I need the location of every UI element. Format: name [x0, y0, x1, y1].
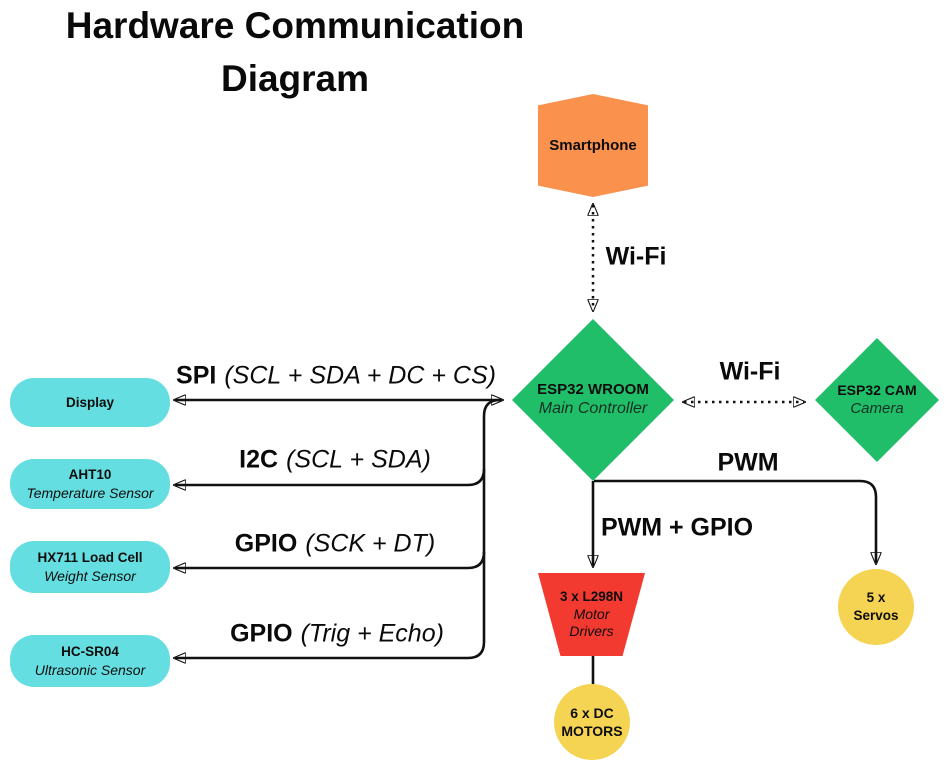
edge-label-gpio-ultrasonic: GPIO(Trig + Echo)	[230, 620, 444, 649]
pwm-text: PWM	[717, 448, 779, 477]
l298n-role-line1: Motor	[573, 605, 610, 622]
wire-pwm-servos	[594, 479, 876, 563]
title-line-2: Diagram	[220, 57, 370, 99]
gpio-weight-pins: (SCK + DT)	[305, 529, 436, 558]
aht10-role: Temperature Sensor	[26, 484, 154, 501]
pwm-gpio-text: PWM + GPIO	[600, 513, 754, 542]
l298n-name: 3 x L298N	[559, 589, 624, 605]
smartphone-label: Smartphone	[549, 136, 637, 154]
hx711-name: HX711 Load Cell	[37, 550, 143, 566]
spi-pins: (SCL + SDA + DC + CS)	[224, 361, 496, 390]
edge-label-gpio-weight: GPIO(SCK + DT)	[235, 530, 435, 559]
page-title: Hardware Communication Diagram	[50, 0, 540, 105]
edge-label-pwm-gpio: PWM + GPIO	[601, 514, 753, 543]
hcsr04-name: HC-SR04	[61, 644, 119, 660]
i2c-pins: (SCL + SDA)	[286, 445, 431, 474]
esp32-wroom-role: Main Controller	[538, 400, 648, 418]
node-display: Display	[10, 378, 170, 427]
dc-motors-line2: MOTORS	[561, 723, 623, 739]
edge-label-spi: SPI(SCL + SDA + DC + CS)	[176, 362, 496, 391]
hcsr04-role: Ultrasonic Sensor	[34, 661, 146, 678]
node-hcsr04: HC-SR04 Ultrasonic Sensor	[10, 635, 170, 687]
node-servos: 5 x Servos	[838, 569, 914, 645]
esp32-cam-role: Camera	[850, 400, 904, 418]
esp32-cam-name: ESP32 CAM	[837, 382, 917, 399]
dc-motors-line1: 6 x DC	[570, 704, 614, 721]
title-line-1: Hardware Communication	[65, 5, 525, 46]
aht10-name: AHT10	[68, 467, 112, 483]
edge-label-wifi-smartphone: Wi-Fi	[606, 243, 667, 272]
wire-gpio-weight	[175, 551, 486, 568]
servos-line2: Servos	[853, 608, 899, 623]
l298n-role-line2: Drivers	[569, 623, 614, 640]
gpio-ultrasonic-protocol: GPIO	[230, 619, 293, 648]
wire-sensor-trunk	[482, 398, 501, 642]
i2c-protocol: I2C	[239, 445, 279, 474]
node-aht10: AHT10 Temperature Sensor	[10, 459, 170, 509]
node-hx711: HX711 Load Cell Weight Sensor	[10, 541, 170, 593]
gpio-weight-protocol: GPIO	[234, 529, 298, 558]
wifi-smartphone-text: Wi-Fi	[605, 242, 667, 271]
edge-label-i2c: I2C(SCL + SDA)	[239, 446, 431, 475]
edge-label-pwm: PWM	[717, 449, 778, 478]
wire-i2c	[175, 468, 486, 485]
servos-line1: 5 x	[866, 590, 886, 606]
wifi-cam-text: Wi-Fi	[719, 357, 781, 386]
gpio-ultrasonic-pins: (Trig + Echo)	[300, 619, 444, 648]
node-smartphone: Smartphone	[538, 94, 648, 197]
wire-gpio-ultrasonic	[175, 641, 486, 658]
spi-protocol: SPI	[176, 361, 217, 390]
esp32-wroom-name: ESP32 WROOM	[537, 380, 649, 398]
hx711-role: Weight Sensor	[44, 567, 136, 584]
node-dc-motors: 6 x DC MOTORS	[554, 684, 630, 760]
edge-label-wifi-cam: Wi-Fi	[720, 358, 781, 387]
display-name: Display	[65, 394, 115, 410]
